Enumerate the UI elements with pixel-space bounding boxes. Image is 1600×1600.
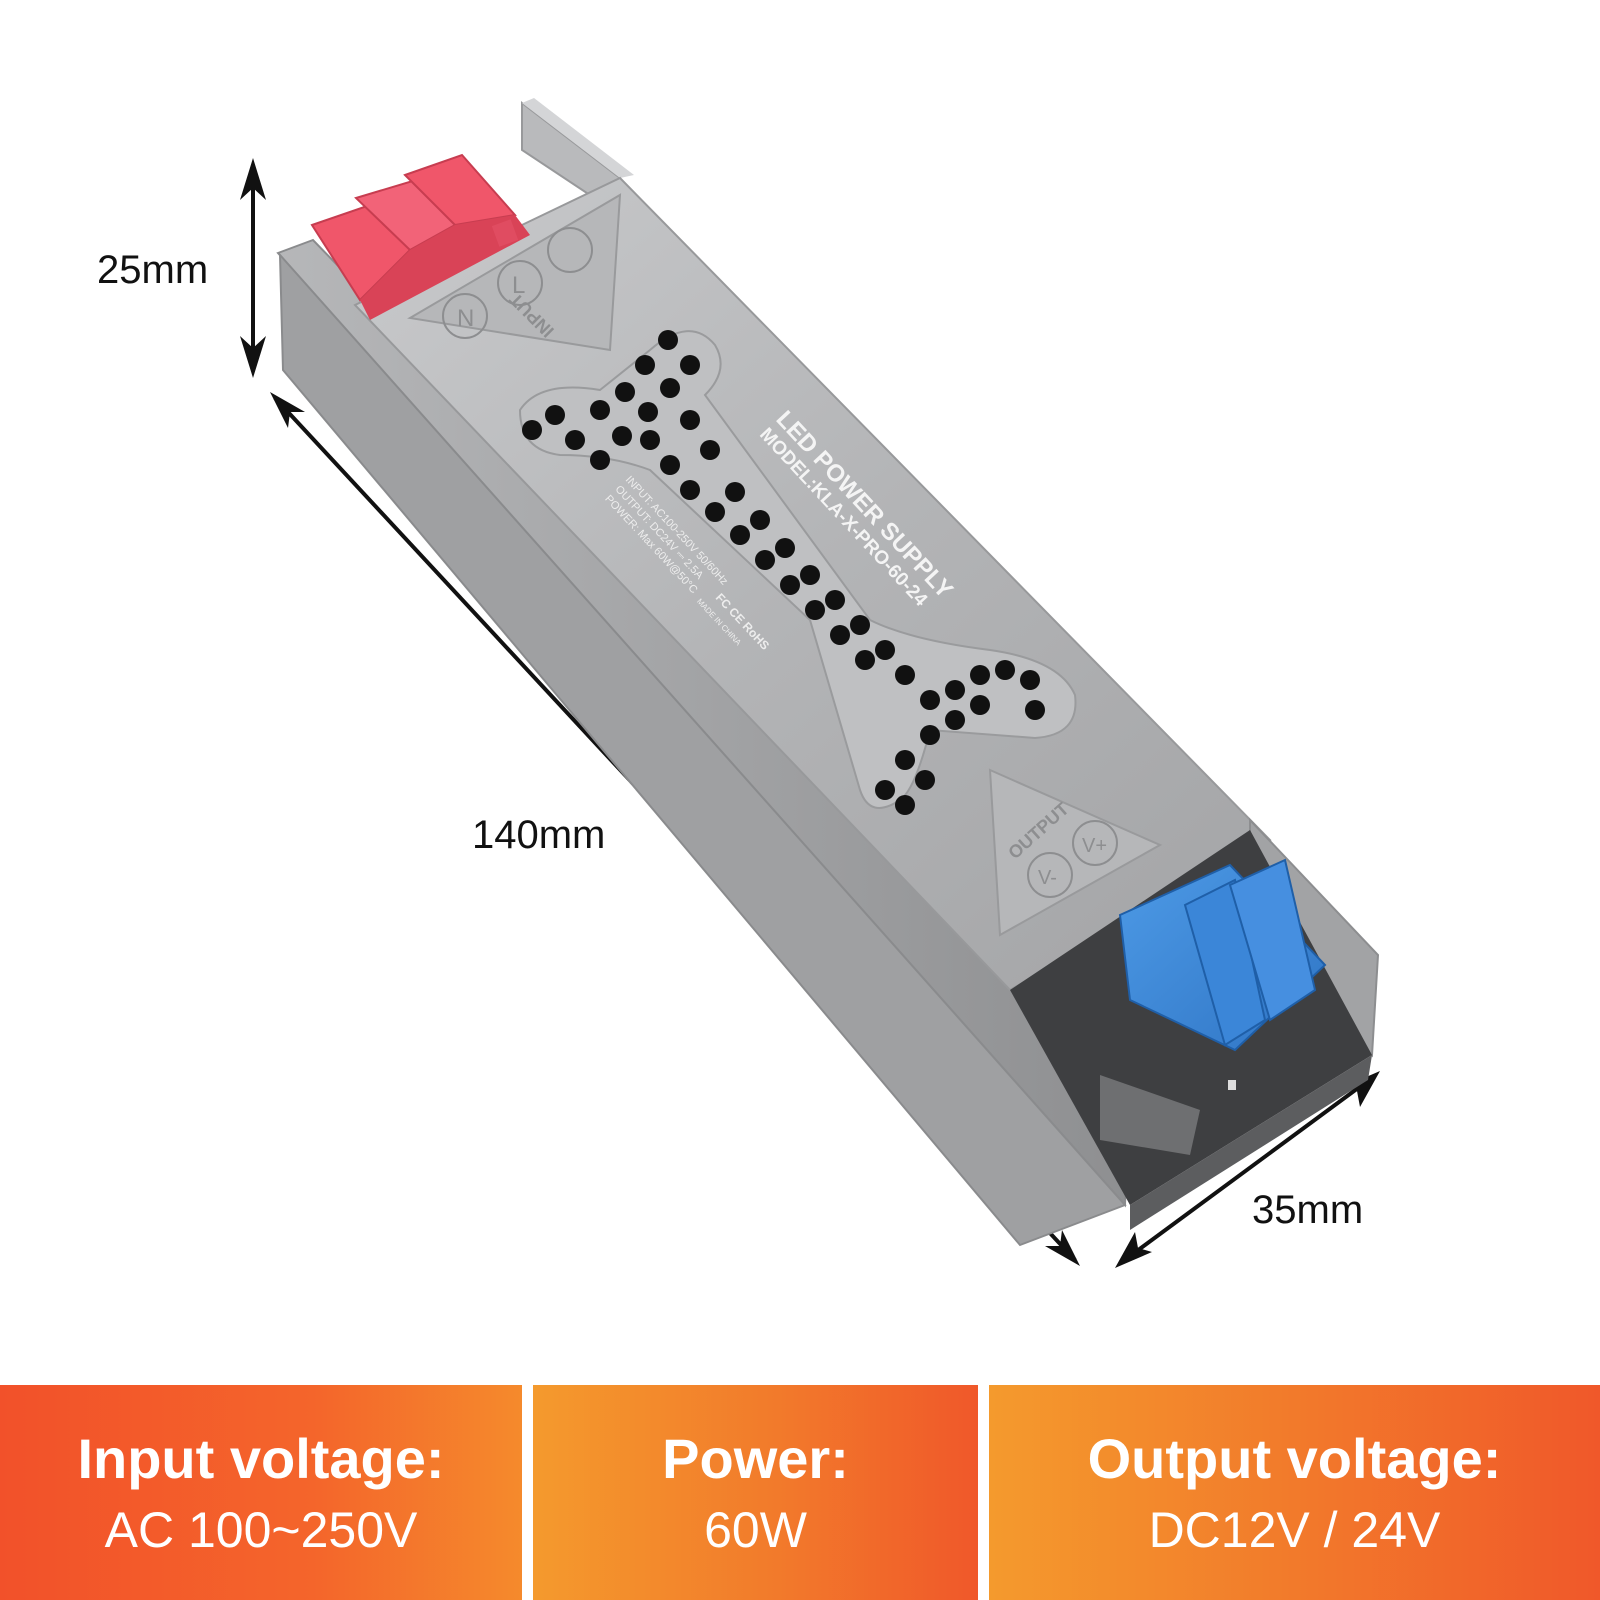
vent-hole <box>590 400 610 420</box>
vent-hole <box>945 680 965 700</box>
vent-hole <box>895 795 915 815</box>
vent-hole <box>638 402 658 422</box>
vent-hole <box>660 455 680 475</box>
vent-hole <box>775 538 795 558</box>
spec-panel-output-voltage: Output voltage: DC12V / 24V <box>989 1385 1600 1600</box>
spec-value: 60W <box>704 1502 807 1559</box>
spec-panel-power: Power: 60W <box>533 1385 978 1600</box>
vent-hole <box>895 750 915 770</box>
vent-hole <box>750 510 770 530</box>
terminal-v-minus-marking: V- <box>1038 867 1057 889</box>
vent-hole <box>565 430 585 450</box>
spec-bar: Input voltage: AC 100~250V Power: 60W Ou… <box>0 1385 1600 1600</box>
width-arrow <box>1115 1071 1380 1268</box>
vent-hole <box>640 430 660 450</box>
length-dimension-label: 140mm <box>472 813 606 857</box>
vent-hole <box>660 378 680 398</box>
vent-holes <box>522 330 1045 815</box>
vent-hole <box>635 355 655 375</box>
vent-grille <box>518 330 1077 815</box>
vent-hole <box>850 615 870 635</box>
height-dimension-label: 25mm <box>97 248 209 292</box>
vent-hole <box>1025 700 1045 720</box>
width-dimension-label: 35mm <box>1252 1188 1364 1232</box>
vent-hole <box>875 640 895 660</box>
output-terminal-plate: V- V+ OUTPUT <box>988 768 1163 937</box>
vent-hole <box>730 525 750 545</box>
spec-heading: Output voltage: <box>1087 1426 1502 1490</box>
vent-hole <box>920 690 940 710</box>
vent-hole <box>780 575 800 595</box>
vent-hole <box>1020 670 1040 690</box>
vent-hole <box>522 420 542 440</box>
vent-hole <box>945 710 965 730</box>
vent-hole <box>680 410 700 430</box>
vent-hole <box>545 405 565 425</box>
terminal-n-marking: N <box>457 305 474 332</box>
power-supply-illustration: N L INPUT LED POWER SUPPLY MODEL:KLA-X-P… <box>240 98 1380 1268</box>
vent-hole <box>755 550 775 570</box>
terminal-l-marking: L <box>512 272 525 299</box>
spec-value: AC 100~250V <box>104 1502 418 1559</box>
spec-value: DC12V / 24V <box>1148 1502 1441 1559</box>
output-connector <box>1118 858 1327 1090</box>
vent-hole <box>830 625 850 645</box>
spec-heading: Input voltage: <box>77 1426 445 1490</box>
vent-hole <box>995 660 1015 680</box>
input-connector <box>310 153 530 320</box>
product-figure: N L INPUT LED POWER SUPPLY MODEL:KLA-X-P… <box>97 98 1380 1268</box>
vent-hole <box>725 482 745 502</box>
input-terminal-plate: N L INPUT <box>407 193 622 352</box>
vent-hole <box>705 502 725 522</box>
vent-hole <box>800 565 820 585</box>
spec-panel-input-voltage: Input voltage: AC 100~250V <box>0 1385 522 1600</box>
vent-hole <box>920 725 940 745</box>
vent-hole <box>680 480 700 500</box>
vent-hole <box>615 382 635 402</box>
vent-hole <box>680 355 700 375</box>
vent-hole <box>612 426 632 446</box>
terminal-v-plus-marking: V+ <box>1082 835 1107 857</box>
vent-hole <box>825 590 845 610</box>
vent-hole <box>658 330 678 350</box>
vent-hole <box>855 650 875 670</box>
vent-hole <box>700 440 720 460</box>
vent-hole <box>875 780 895 800</box>
vent-hole <box>970 695 990 715</box>
vent-hole <box>805 600 825 620</box>
spec-heading: Power: <box>662 1426 849 1490</box>
height-arrow <box>240 158 266 378</box>
vent-hole <box>970 665 990 685</box>
vent-hole <box>915 770 935 790</box>
vent-hole <box>895 665 915 685</box>
vent-hole <box>590 450 610 470</box>
